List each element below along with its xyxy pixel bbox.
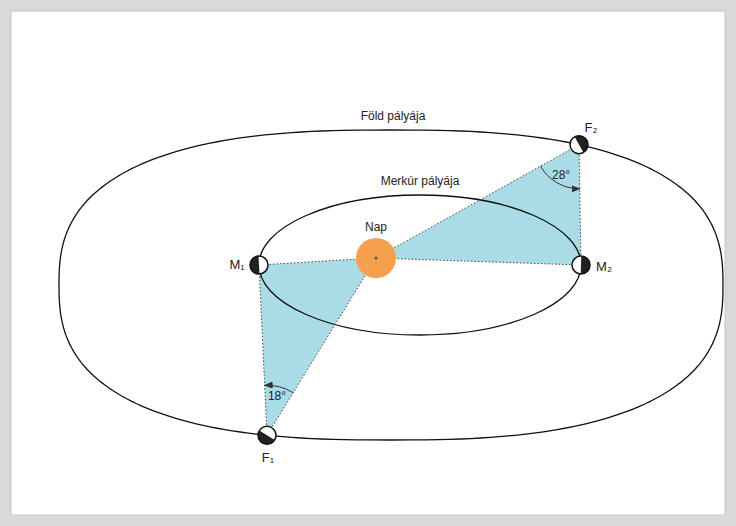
planet-label: M₁ bbox=[229, 258, 244, 273]
planet-shadow bbox=[581, 256, 590, 274]
planet-outline bbox=[570, 136, 588, 154]
planet-disc bbox=[572, 256, 590, 274]
planet-disc bbox=[250, 256, 268, 274]
angle-value: 28° bbox=[552, 169, 570, 183]
planet-symbol bbox=[570, 136, 588, 154]
sight-line bbox=[259, 265, 267, 435]
sun-disc bbox=[356, 238, 396, 278]
sight-line bbox=[376, 145, 579, 258]
planet-symbol bbox=[250, 256, 268, 274]
planet-disc bbox=[258, 426, 276, 444]
planet-outline bbox=[258, 426, 276, 444]
planet-outline bbox=[250, 256, 268, 274]
planet-symbol bbox=[258, 426, 276, 444]
planet-symbol bbox=[572, 256, 590, 274]
orbit-label: Föld pályája bbox=[361, 110, 426, 124]
sight-line bbox=[579, 145, 581, 265]
planet-label: F₂ bbox=[585, 120, 598, 135]
angle-arc bbox=[541, 166, 580, 189]
planet-outline bbox=[572, 256, 590, 274]
angle-triangle bbox=[376, 145, 581, 265]
planet-shadow bbox=[250, 256, 260, 274]
planet-label: F₁ bbox=[262, 451, 274, 466]
planet-label: M₂ bbox=[596, 260, 612, 275]
angle-triangle bbox=[259, 258, 376, 435]
sight-line bbox=[376, 258, 581, 265]
sight-line bbox=[267, 258, 376, 435]
sun-centre bbox=[375, 257, 378, 260]
orbit-label: Merkúr pályája bbox=[381, 175, 460, 189]
mercury-orbit bbox=[259, 195, 581, 335]
panel-background bbox=[11, 11, 725, 515]
earth-orbit bbox=[59, 130, 723, 440]
angle-value: 18° bbox=[268, 390, 286, 404]
planet-disc bbox=[570, 136, 588, 154]
sun-label: Nap bbox=[365, 221, 387, 235]
